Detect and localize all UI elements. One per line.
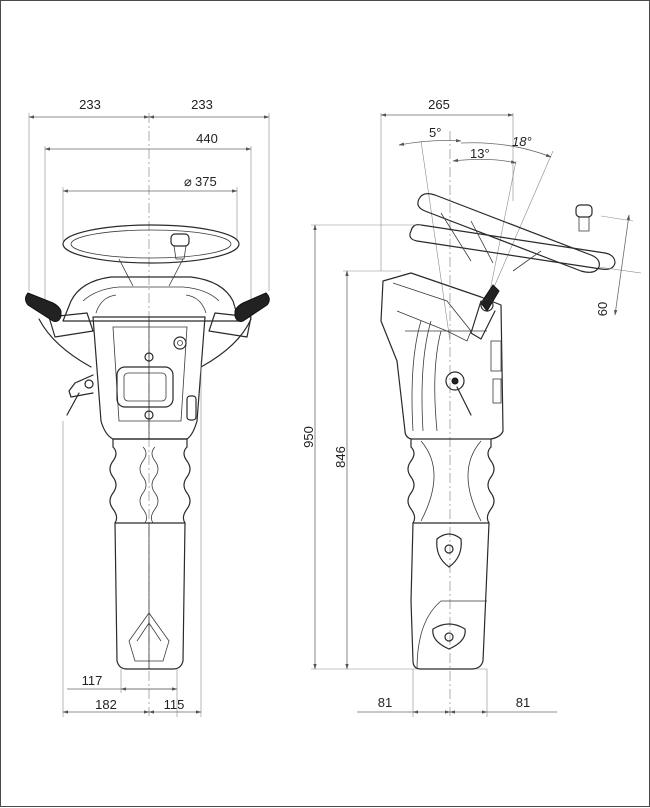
angle-18: 18° — [512, 134, 532, 149]
wheel-hub — [62, 276, 240, 322]
dim-line-60 — [614, 214, 630, 316]
dim-233-left: 233 — [79, 97, 101, 112]
dim-60: 60 — [595, 302, 610, 316]
side-bellows-left — [407, 446, 416, 524]
bellows-left — [109, 446, 118, 524]
left-lever-grip — [25, 292, 62, 322]
mount-lower — [432, 623, 466, 650]
dim-375: 375 — [195, 174, 217, 189]
display-window — [116, 366, 174, 408]
steering-wheel — [62, 224, 240, 264]
dim-81-left: 81 — [378, 695, 392, 710]
dim-arc-18 — [460, 142, 552, 158]
dim-265: 265 — [428, 97, 450, 112]
front-view: 233 233 440 ⌀ 375 — [25, 97, 270, 717]
angle-13: 13° — [470, 146, 490, 161]
dim-182: 182 — [95, 697, 117, 712]
dim-arc-13 — [452, 158, 517, 164]
side-steering-wheel-top — [417, 193, 600, 273]
tilt-adjust-lever — [68, 374, 94, 398]
side-pedestal — [410, 522, 490, 670]
bellows-right — [182, 446, 191, 524]
screw-upper — [144, 352, 154, 362]
dim-846: 846 — [333, 446, 348, 468]
side-view: 265 5° 18° 13° 60 950 846 — [301, 97, 642, 717]
dim-440: 440 — [196, 131, 218, 146]
dim-115: 115 — [164, 697, 185, 712]
pedestal — [114, 522, 186, 670]
angle-5: 5° — [429, 125, 441, 140]
diameter-symbol: ⌀ — [184, 174, 192, 189]
mount-upper — [436, 533, 462, 568]
dim-117: 117 — [82, 673, 103, 688]
dim-950: 950 — [301, 426, 316, 448]
screw-lower — [144, 410, 154, 420]
right-lever-grip — [234, 292, 270, 322]
side-adjust-knob — [445, 371, 465, 391]
dim-233-right: 233 — [191, 97, 213, 112]
dim-81-right: 81 — [516, 695, 530, 710]
side-lever-grip — [480, 284, 500, 312]
side-bellows-right — [486, 446, 495, 524]
wheel-knob — [170, 233, 190, 247]
key-switch — [173, 336, 187, 350]
dim-arc-5 — [398, 138, 462, 146]
